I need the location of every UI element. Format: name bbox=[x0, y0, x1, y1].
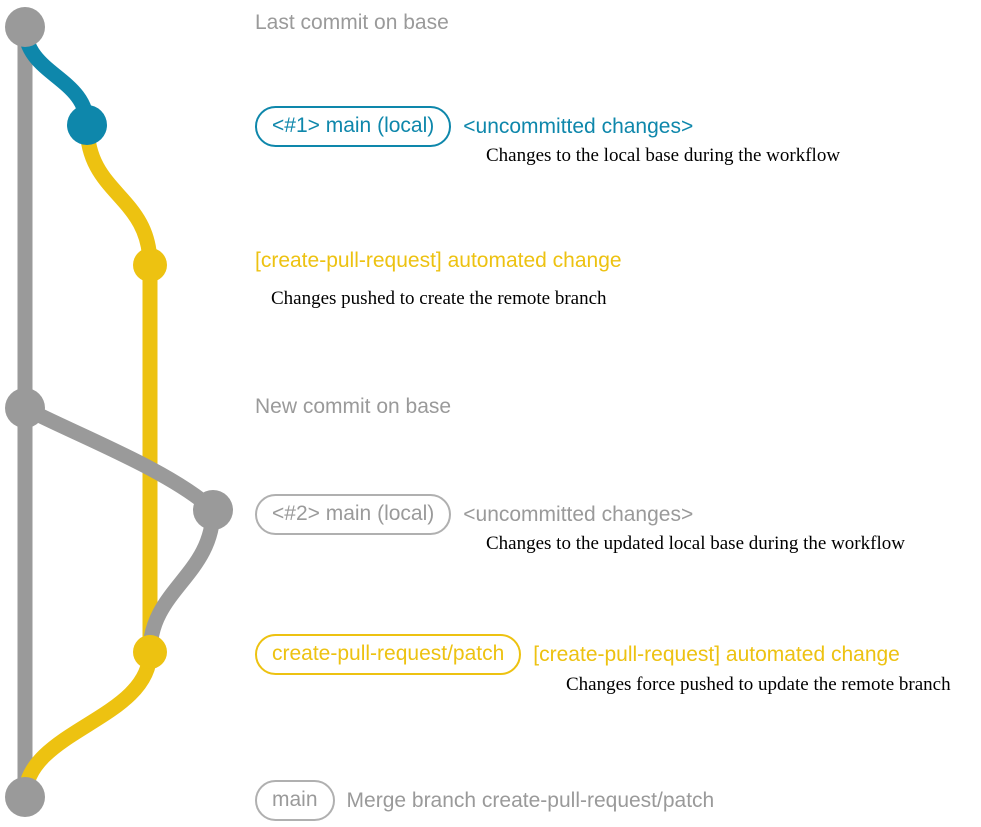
commit-node-base-3[interactable] bbox=[5, 777, 45, 817]
edge-gold-n2-n3 bbox=[79, 117, 158, 273]
commit-row-commit-3: <#2> main (local) <uncommitted changes> bbox=[255, 494, 693, 535]
commit-row-new-commit: New commit on base bbox=[255, 396, 451, 417]
git-graph-svg bbox=[5, 7, 233, 817]
commit-row-last-commit: Last commit on base bbox=[255, 12, 449, 33]
commit-node-local-1[interactable] bbox=[67, 105, 107, 145]
commit-row-commit-2: [create-pull-request] automated change bbox=[255, 250, 622, 271]
branch-pill-main-local-2[interactable]: <#2> main (local) bbox=[255, 494, 452, 535]
edge-gray-n5-n6 bbox=[142, 502, 221, 660]
commit-node-patch-1[interactable] bbox=[133, 248, 167, 282]
commit-row-commit-4: create-pull-request/patch [create-pull-r… bbox=[255, 634, 900, 675]
commit-node-base-2[interactable] bbox=[5, 388, 45, 428]
commit-subject: [create-pull-request] automated change bbox=[255, 249, 622, 272]
commit-subject: Last commit on base bbox=[255, 11, 449, 34]
commit-subject: New commit on base bbox=[255, 395, 452, 418]
commit-subject: <uncommitted changes> bbox=[463, 503, 694, 526]
commit-description: Changes to the local base during the wor… bbox=[486, 145, 841, 166]
edge-gray-n4-n5 bbox=[17, 400, 221, 518]
branch-pill-main[interactable]: main bbox=[255, 780, 335, 821]
edge-gold-n6-n7 bbox=[17, 644, 158, 805]
commit-row-commit-1: <#1> main (local) <uncommitted changes> bbox=[255, 106, 693, 147]
graph-nodes bbox=[5, 7, 233, 817]
commit-node-patch-2[interactable] bbox=[133, 635, 167, 669]
commit-node-local-2[interactable] bbox=[193, 490, 233, 530]
commit-description: Changes pushed to create the remote bran… bbox=[271, 288, 607, 309]
commit-description: Changes to the updated local base during… bbox=[486, 533, 905, 554]
commit-row-commit-5: main Merge branch create-pull-request/pa… bbox=[255, 780, 714, 821]
commit-subject: <uncommitted changes> bbox=[463, 115, 694, 138]
branch-pill-main-local-1[interactable]: <#1> main (local) bbox=[255, 106, 452, 147]
commit-subject: [create-pull-request] automated change bbox=[533, 643, 900, 666]
commit-description: Changes force pushed to update the remot… bbox=[566, 674, 951, 695]
branch-pill-create-pull-request-patch[interactable]: create-pull-request/patch bbox=[255, 634, 522, 675]
commit-node-base-1[interactable] bbox=[5, 7, 45, 47]
commit-subject: Merge branch create-pull-request/patch bbox=[346, 789, 715, 812]
